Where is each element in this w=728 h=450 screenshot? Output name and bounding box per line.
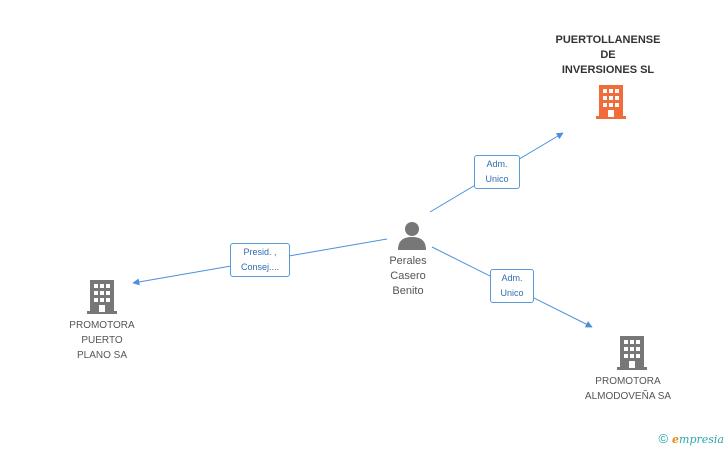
person-name[interactable]: Perales Casero Benito [389, 255, 427, 297]
empresia-watermark: ©empresia [658, 431, 724, 446]
brand-logo: empresia [672, 433, 724, 446]
building-icon[interactable] [617, 336, 647, 370]
person-icon[interactable] [397, 220, 427, 250]
role-label-adm-unico[interactable]: Adm. Unico [490, 269, 534, 303]
building-icon[interactable] [87, 280, 117, 314]
role-label-presid-consej[interactable]: Presid. , Consej.... [230, 243, 290, 277]
role-label-adm-unico[interactable]: Adm. Unico [474, 155, 520, 189]
company-name-almodovena[interactable]: PROMOTORA ALMODOVEÑA SA [584, 376, 672, 402]
company-name-puerto-plano[interactable]: PROMOTORA PUERTO PLANO SA [69, 320, 135, 361]
company-name-puertollanense[interactable]: PUERTOLLANENSE DE INVERSIONES SL [555, 34, 661, 76]
copyright-symbol: © [658, 431, 669, 446]
building-icon[interactable] [596, 85, 626, 119]
